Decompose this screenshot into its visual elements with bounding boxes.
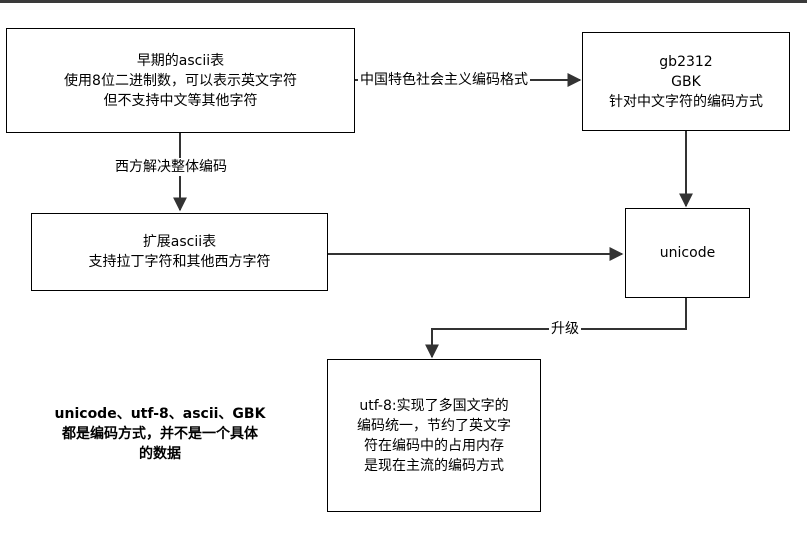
node-utf8: utf-8:实现了多国文字的 编码统一，节约了英文字 符在编码中的占用内存 是现… <box>327 359 541 512</box>
edge-label-to-gb: 中国特色社会主义编码格式 <box>358 71 530 89</box>
node-gb-line3: 针对中文字符的编码方式 <box>609 93 763 110</box>
node-ascii-early: 早期的ascii表 使用8位二进制数，可以表示英文字符 但不支持中文等其他字符 <box>6 28 355 133</box>
summary-note-line2: 都是编码方式，并不是一个具体 <box>62 426 258 442</box>
node-ascii-ext: 扩展ascii表 支持拉丁字符和其他西方字符 <box>31 213 328 291</box>
summary-note-line1: unicode、utf-8、ascii、GBK <box>54 406 266 422</box>
node-gb-line2: GBK <box>671 73 701 90</box>
summary-note: unicode、utf-8、ascii、GBK 都是编码方式，并不是一个具体 的… <box>30 404 290 464</box>
node-ascii-ext-line1: 扩展ascii表 <box>142 234 217 250</box>
node-utf8-line3: 符在编码中的占用内存 <box>364 437 504 454</box>
node-gb-line1: gb2312 <box>659 53 713 70</box>
node-ascii-early-line1: 早期的ascii表 <box>136 52 225 69</box>
node-utf8-line4: 是现在主流的编码方式 <box>364 457 504 474</box>
edge-label-to-ext: 西方解决整体编码 <box>113 158 229 176</box>
node-utf8-line1: utf-8:实现了多国文字的 <box>359 397 509 414</box>
node-gb: gb2312 GBK 针对中文字符的编码方式 <box>582 32 790 131</box>
top-border <box>0 0 807 3</box>
node-ascii-early-line2: 使用8位二进制数，可以表示英文字符 <box>64 72 297 89</box>
node-unicode-line1: unicode <box>659 245 716 261</box>
summary-note-line3: 的数据 <box>139 446 181 462</box>
node-utf8-line2: 编码统一，节约了英文字 <box>357 417 511 434</box>
node-ascii-early-line3: 但不支持中文等其他字符 <box>103 92 258 109</box>
edge-label-to-utf8: 升级 <box>549 320 581 338</box>
node-ascii-ext-line2: 支持拉丁字符和其他西方字符 <box>88 254 271 270</box>
node-unicode: unicode <box>625 208 750 298</box>
